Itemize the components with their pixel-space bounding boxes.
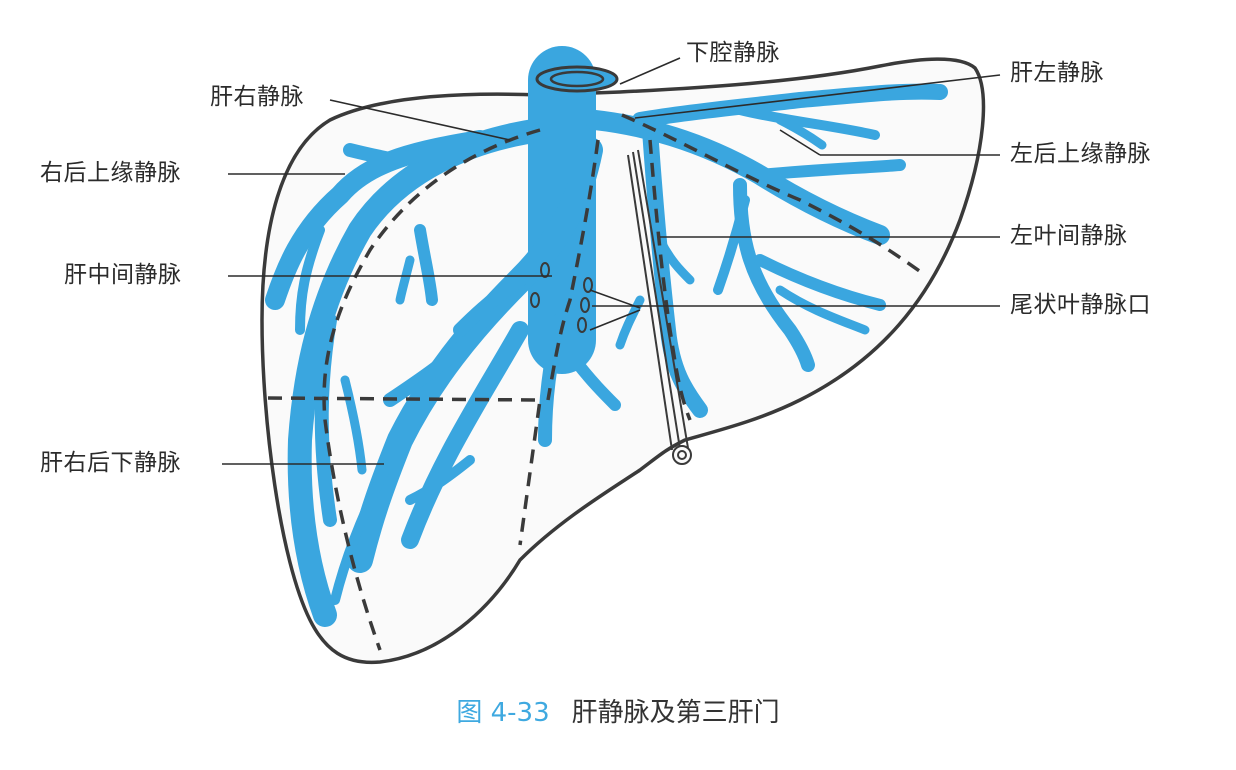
figure-caption: 图 4-33 肝静脉及第三肝门 xyxy=(0,700,1236,726)
label-left-interlobar-vein: 左叶间静脉 xyxy=(1010,223,1128,249)
label-right-posterior-superior-marginal-vein: 右后上缘静脉 xyxy=(40,160,181,186)
leader-lines xyxy=(222,57,1001,465)
label-caudate-lobe-vein-orifices: 尾状叶静脉口 xyxy=(1010,292,1151,318)
caudate-vein-orifices xyxy=(530,262,593,333)
caption-title: 肝静脉及第三肝门 xyxy=(571,698,780,728)
label-inferior-vena-cava: 下腔静脉 xyxy=(686,40,780,66)
segment-boundaries xyxy=(267,113,927,651)
hepatic-veins xyxy=(265,46,948,627)
label-left-posterior-superior-marginal-vein: 左后上缘静脉 xyxy=(1010,141,1151,167)
ligamentum-tube xyxy=(627,149,692,465)
label-right-hepatic-vein: 肝右静脉 xyxy=(210,84,304,110)
label-left-hepatic-vein: 肝左静脉 xyxy=(1010,60,1104,86)
label-right-posterior-inferior-hepatic-vein: 肝右后下静脉 xyxy=(40,450,181,476)
label-middle-hepatic-vein: 肝中间静脉 xyxy=(64,262,182,288)
caption-number: 图 4-33 xyxy=(456,698,550,728)
